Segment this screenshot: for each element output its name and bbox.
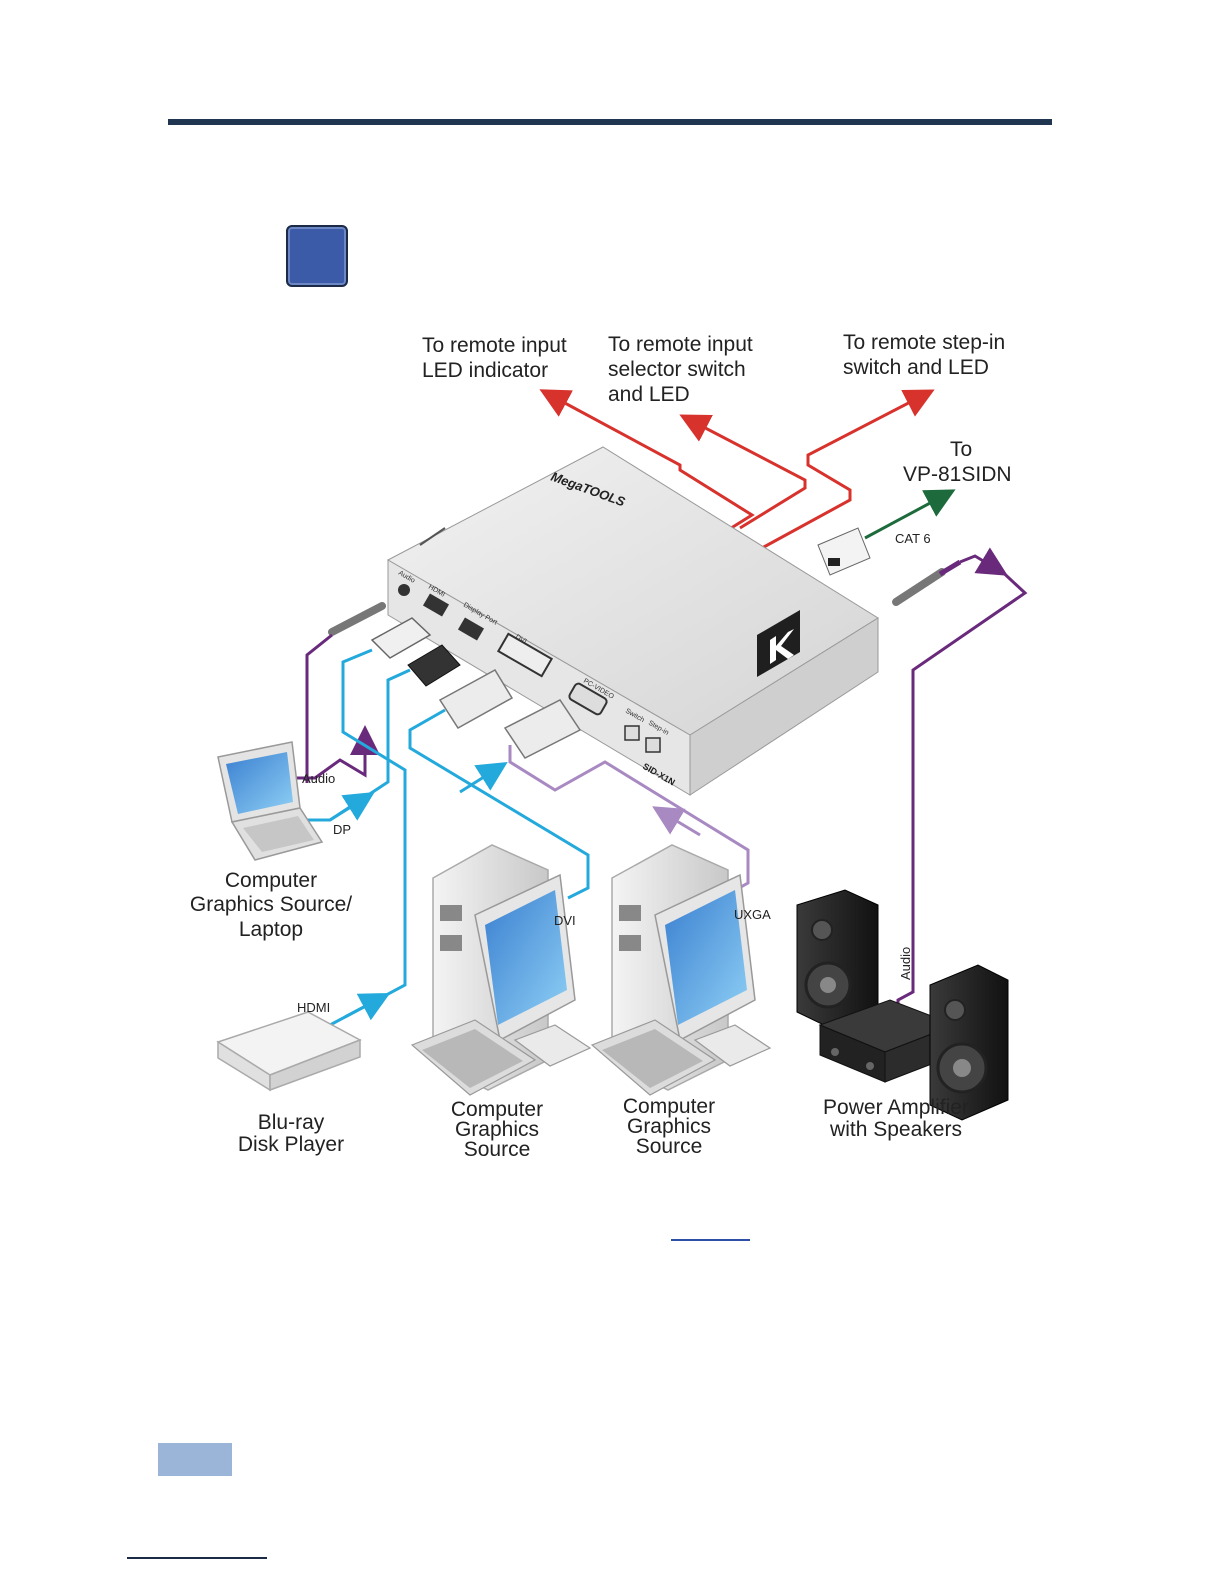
svg-text:Computer: Computer — [225, 869, 317, 892]
audio-in-label: Audio — [302, 771, 335, 786]
audio-in-jack — [328, 602, 386, 636]
label-amp: Power Amplifier with Speakers — [823, 1096, 969, 1141]
svg-text:Graphics: Graphics — [627, 1115, 711, 1138]
svg-text:Computer: Computer — [451, 1098, 543, 1121]
svg-text:Graphics Source/: Graphics Source/ — [190, 893, 352, 916]
laptop-image — [217, 741, 324, 861]
svg-text:with Speakers: with Speakers — [829, 1118, 962, 1141]
dp-label: DP — [333, 822, 351, 837]
label-vp81sidn: To VP-81SIDN — [903, 438, 1012, 486]
hdmi-port — [422, 593, 450, 617]
switch-button — [624, 725, 640, 741]
label-remote-input-led: To remote input LED indicator — [422, 334, 567, 382]
footer-rule — [127, 1557, 267, 1559]
svg-text:Graphics: Graphics — [455, 1118, 539, 1141]
hdmi-label: HDMI — [297, 1000, 330, 1015]
svg-text:and LED: and LED — [608, 383, 690, 406]
green-cable-cat6 — [864, 489, 956, 540]
label-laptop: Computer Graphics Source/ Laptop — [190, 869, 352, 941]
svg-text:Computer: Computer — [623, 1095, 715, 1118]
bluray-player-image — [216, 1011, 362, 1092]
hyperlink-underline[interactable] — [671, 1239, 750, 1241]
page-number-box — [158, 1443, 232, 1476]
header-rule — [168, 119, 1052, 125]
step-badge — [286, 225, 348, 287]
blue-cable-hdmi — [329, 648, 407, 1027]
label-remote-selector: To remote input selector switch and LED — [608, 333, 753, 406]
svg-text:Blu-ray: Blu-ray — [258, 1111, 325, 1134]
speaker-left-image — [796, 889, 879, 1029]
hdmi-plug — [370, 617, 432, 659]
switcher-device: MegaTOOLS SID-X1N Audio HDMI Display Por… — [386, 446, 879, 796]
blue-cable-dvi — [408, 708, 590, 900]
svg-text:VP-81SIDN: VP-81SIDN — [903, 463, 1012, 486]
uxga-label: UXGA — [734, 907, 771, 922]
svg-text:To remote step-in: To remote step-in — [843, 331, 1005, 354]
red-cable-step-in — [761, 389, 935, 550]
svg-text:Source: Source — [636, 1135, 703, 1158]
pc-uxga-image — [590, 844, 772, 1096]
speaker-right-image — [929, 964, 1009, 1121]
red-cable-selector — [679, 414, 807, 530]
svg-text:Source: Source — [464, 1138, 531, 1161]
label-remote-step-in: To remote step-in switch and LED — [843, 331, 1005, 379]
audio-port — [398, 584, 410, 596]
svg-text:To remote input: To remote input — [422, 334, 567, 357]
pc-dvi-image — [410, 844, 592, 1096]
dvi-label: DVI — [554, 913, 576, 928]
svg-text:Disk Player: Disk Player — [238, 1133, 344, 1156]
kramer-logo — [757, 610, 800, 677]
svg-text:To: To — [950, 438, 972, 461]
cat6-label: CAT 6 — [895, 531, 931, 546]
dvi-port-label: DVI — [514, 634, 528, 646]
blue-cable-dp — [300, 668, 411, 822]
dp-plug — [407, 644, 461, 687]
rj45-connector — [817, 527, 871, 576]
label-pc-uxga: Computer Graphics Source — [623, 1095, 715, 1158]
dp-port — [457, 617, 485, 641]
audio-out-label: Audio — [898, 947, 913, 980]
svg-text:Laptop: Laptop — [239, 918, 303, 941]
vga-plug — [503, 699, 582, 759]
svg-text:selector switch: selector switch — [608, 358, 746, 381]
svg-text:To remote input: To remote input — [608, 333, 753, 356]
dvi-port — [496, 632, 554, 678]
svg-text:LED indicator: LED indicator — [422, 359, 548, 382]
vga-port — [568, 682, 608, 716]
label-pc-dvi: Computer Graphics Source — [451, 1098, 543, 1161]
step-in-button — [645, 737, 661, 753]
label-bluray: Blu-ray Disk Player — [238, 1111, 344, 1156]
svg-text:Power Amplifier: Power Amplifier — [823, 1096, 969, 1119]
dvi-plug — [438, 668, 514, 729]
lilac-cable-uxga — [508, 745, 750, 895]
purple-cable-audio-in — [295, 633, 380, 783]
red-cable-led — [539, 389, 755, 532]
purple-cable-amp — [896, 547, 1028, 1012]
audio-out-jack — [892, 559, 962, 606]
svg-text:switch and LED: switch and LED — [843, 356, 989, 379]
